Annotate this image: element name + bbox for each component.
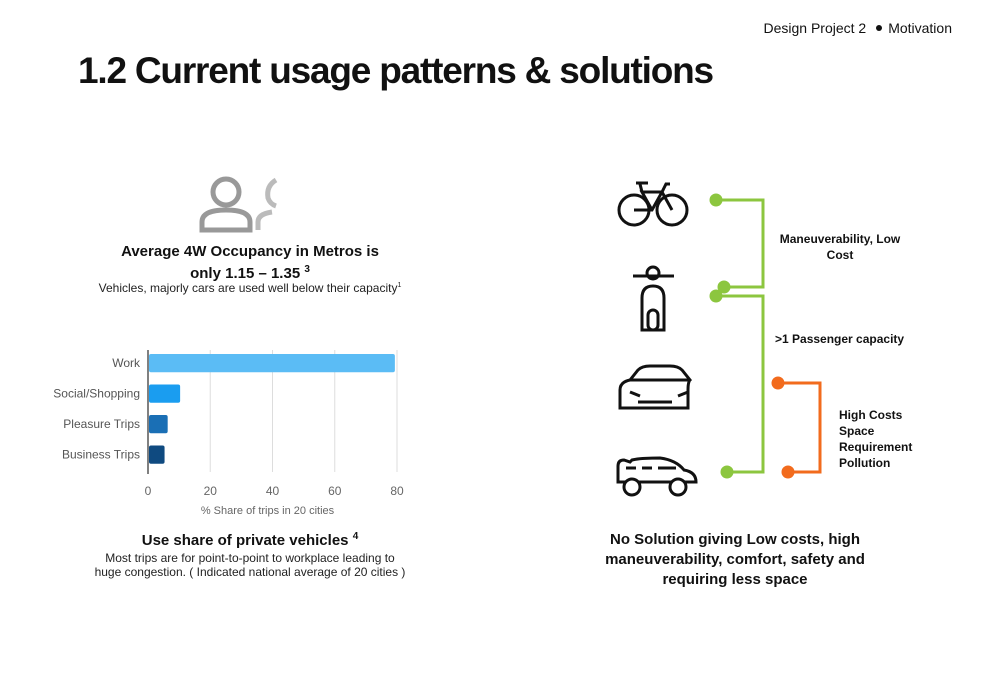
chart-caption: Use share of private vehicles 4 Most tri… — [40, 531, 460, 579]
suv-icon — [616, 456, 698, 497]
reference-1: 1 — [397, 282, 402, 289]
label-maneuverability: Maneuverability, Low Cost — [770, 231, 910, 263]
chart-caption-line1: Most trips are for point-to-point to wor… — [105, 551, 395, 565]
occupancy-subtext: Vehicles, majorly cars are used well bel… — [40, 281, 460, 295]
car-icon — [618, 364, 693, 410]
x-tick-label: 0 — [145, 484, 152, 498]
green-bracket-passenger — [709, 289, 765, 479]
chart-caption-title: Use share of private vehicles — [141, 532, 349, 549]
occupancy-heading-line2: only 1.15 – 1.35 3 — [60, 261, 440, 283]
bullet-icon — [876, 25, 883, 32]
label-requirement: Requirement — [839, 440, 913, 454]
bicycle-icon — [617, 181, 689, 227]
section-name: Motivation — [888, 20, 952, 36]
x-tick-label: 40 — [266, 484, 280, 498]
label-high-costs: High Costs — [839, 408, 903, 422]
chart-caption-heading: Use share of private vehicles 4 — [40, 531, 460, 549]
label-maneuverability-line2: Cost — [826, 248, 854, 262]
conclusion-line3: requiring less space — [662, 571, 808, 588]
x-tick-label: 60 — [328, 484, 342, 498]
occupancy-subtext-text: Vehicles, majorly cars are used well bel… — [98, 281, 398, 295]
category-label: Pleasure Trips — [63, 417, 140, 431]
label-costs: High Costs Space Requirement Pollution — [839, 407, 912, 471]
orange-bracket-costs — [771, 376, 822, 479]
bar-pleasure-trips — [149, 415, 168, 434]
chart-caption-line2: huge congestion. ( Indicated national av… — [94, 565, 406, 579]
project-name: Design Project 2 — [763, 20, 867, 36]
category-label: Work — [112, 356, 141, 370]
green-bracket-low-cost — [709, 193, 765, 294]
slide-header: Design Project 2 Motivation — [763, 20, 952, 36]
slide-title: 1.2 Current usage patterns & solutions — [78, 50, 714, 91]
category-label: Business Trips — [62, 448, 140, 462]
conclusion-line1: No Solution giving Low costs, high — [610, 531, 860, 548]
bar-business-trips — [149, 445, 165, 464]
reference-4: 4 — [352, 531, 359, 542]
reference-3: 3 — [304, 264, 310, 275]
label-space: Space — [839, 424, 875, 438]
label-pollution: Pollution — [839, 456, 891, 470]
x-tick-label: 80 — [390, 484, 404, 498]
label-maneuverability-line1: Maneuverability, Low — [779, 232, 901, 246]
bar-social-shopping — [149, 384, 181, 403]
bar-work — [149, 354, 395, 373]
scooter-icon — [633, 265, 674, 332]
conclusion-line2: maneuverability, comfort, safety and — [605, 551, 865, 568]
vehicle-comparison-diagram — [616, 181, 822, 497]
occupancy-value: only 1.15 – 1.35 — [190, 265, 301, 282]
category-label: Social/Shopping — [53, 387, 140, 401]
x-axis-label: % Share of trips in 20 cities — [201, 505, 335, 517]
people-icon — [199, 176, 278, 233]
conclusion: No Solution giving Low costs, high maneu… — [560, 530, 910, 590]
occupancy-heading: Average 4W Occupancy in Metros is only 1… — [60, 243, 440, 283]
occupancy-heading-line1: Average 4W Occupancy in Metros is — [121, 243, 379, 260]
label-passenger-capacity: >1 Passenger capacity — [775, 332, 905, 346]
x-tick-label: 20 — [204, 484, 218, 498]
